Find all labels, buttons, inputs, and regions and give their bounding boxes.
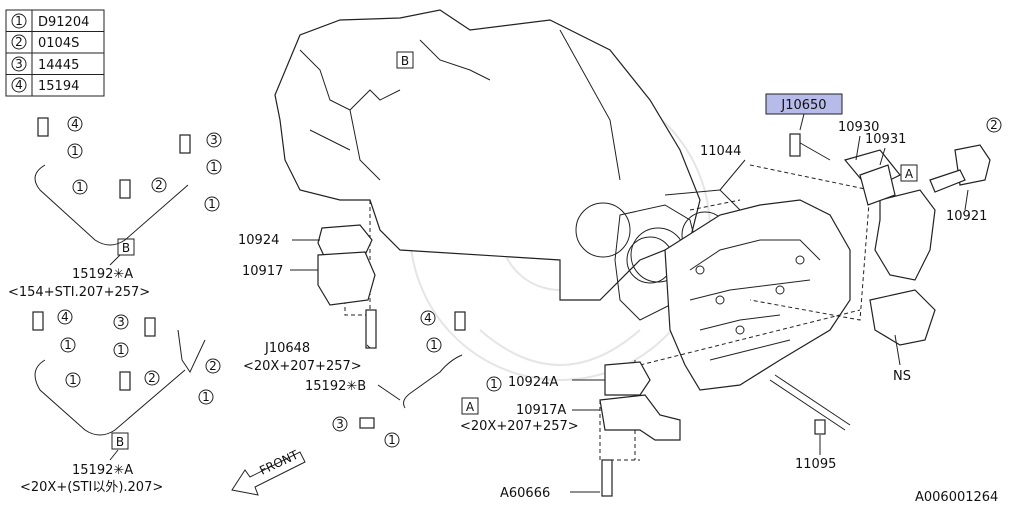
part-label: 10921	[946, 209, 987, 224]
callout: 1	[384, 432, 400, 448]
part-label: A60666	[500, 486, 550, 501]
callout-num: 1	[202, 390, 210, 404]
legend-code: 15194	[38, 79, 79, 94]
callout-num: 2	[148, 371, 156, 385]
front-label: FRONT	[257, 447, 301, 477]
part-labels: J10650 10930 10931 11044 10921 10924 109…	[8, 93, 998, 505]
part-label: 15192✳A	[72, 267, 133, 282]
part-label: 10924A	[508, 375, 558, 390]
part-label: 10917A	[516, 403, 566, 418]
callout-num: 1	[208, 197, 216, 211]
callout-num: 1	[64, 338, 72, 352]
legend-row: 4 15194	[11, 77, 79, 94]
part-label: J10650	[780, 98, 826, 113]
callout: 3	[332, 416, 348, 432]
part-note: <154+STI.207+257>	[8, 285, 150, 300]
callout-num: 4	[61, 310, 69, 324]
leader-lines	[109, 113, 969, 493]
callout-num: 3	[336, 417, 344, 431]
callout-num: 1	[388, 433, 396, 447]
legend-row: 3 14445	[11, 56, 79, 73]
ref-box: A	[900, 164, 918, 182]
legend-num: 2	[15, 35, 23, 49]
callout-num: 1	[76, 180, 84, 194]
legend-num: 1	[15, 14, 23, 28]
legend-code: 14445	[38, 58, 79, 73]
part-label: 15192✳B	[305, 379, 366, 394]
ref-letter: B	[401, 54, 409, 68]
callout: 4	[67, 116, 83, 132]
callout: 2	[144, 370, 160, 386]
legend-num: 3	[15, 57, 23, 71]
legend-row: 2 0104S	[11, 34, 79, 51]
callout: 1	[206, 159, 222, 175]
ref-box: A	[461, 397, 479, 415]
part-label: 11095	[795, 457, 836, 472]
callout-num: 4	[71, 117, 79, 131]
part-label: 10931	[865, 132, 906, 147]
callout-num: 1	[210, 160, 218, 174]
callout-num: 2	[209, 359, 217, 373]
callout-num: 1	[69, 373, 77, 387]
callout-num: 1	[490, 377, 498, 391]
legend-code: 0104S	[38, 36, 79, 51]
callout: 1	[426, 337, 442, 353]
oil-pipe-drawings	[32, 117, 466, 436]
part-label: 15192✳A	[72, 463, 133, 478]
callout: 1	[67, 143, 83, 159]
legend-num: 4	[15, 78, 23, 92]
front-direction-arrow: FRONT	[231, 447, 306, 496]
part-note: <20X+207+257>	[460, 419, 579, 434]
reference-boxes: B B B A A	[111, 51, 918, 450]
callout: 1	[65, 372, 81, 388]
ref-letter: A	[466, 400, 475, 414]
ref-letter: B	[116, 435, 124, 449]
ref-box: B	[111, 432, 129, 450]
part-label: NS	[893, 369, 911, 384]
part-label: 10924	[238, 233, 279, 248]
callout: 2	[151, 177, 167, 193]
callout: 2	[986, 117, 1002, 133]
valve-parts-left	[317, 224, 851, 497]
callout-num: 1	[430, 338, 438, 352]
callout-num: 1	[117, 343, 125, 357]
ref-box: B	[396, 51, 414, 69]
callout: 1	[60, 337, 76, 353]
callout-num: 3	[117, 315, 125, 329]
callout: 4	[57, 309, 73, 325]
oil-control-valve-assembly	[789, 133, 991, 346]
legend-row: 1 D91204	[11, 13, 89, 30]
callout-markers: 4 1 1 3 1 2 1 4 1 1 3 1 2 2 1 4 1 1 3 1 …	[57, 116, 1002, 448]
callout: 1	[204, 196, 220, 212]
callout: 3	[113, 314, 129, 330]
part-label: 11044	[700, 144, 741, 159]
callout: 1	[113, 342, 129, 358]
callout: 3	[206, 132, 222, 148]
ref-letter: B	[122, 241, 130, 255]
callout: 4	[420, 310, 436, 326]
part-label: J10648	[264, 341, 310, 356]
part-note: <20X+207+257>	[243, 359, 362, 374]
callout: 1	[486, 376, 502, 392]
callout-num: 3	[210, 133, 218, 147]
ref-letter: A	[905, 167, 914, 181]
part-label: 10917	[242, 264, 283, 279]
callout-num: 2	[990, 118, 998, 132]
callout-num: 2	[155, 178, 163, 192]
callout-num: 1	[71, 144, 79, 158]
callout-num: 4	[424, 311, 432, 325]
part-note: <20X+(STI以外).207>	[20, 480, 163, 495]
callout: 2	[205, 358, 221, 374]
callout: 1	[198, 389, 214, 405]
diagram-id: A006001264	[915, 490, 998, 505]
engine-block-drawing	[274, 9, 741, 321]
legend-table: 1 D91204 2 0104S 3 14445 4 15194	[5, 9, 105, 97]
part-label: 10930	[838, 120, 879, 135]
ref-box: B	[117, 238, 135, 256]
callout: 1	[72, 179, 88, 195]
legend-code: D91204	[38, 15, 89, 30]
